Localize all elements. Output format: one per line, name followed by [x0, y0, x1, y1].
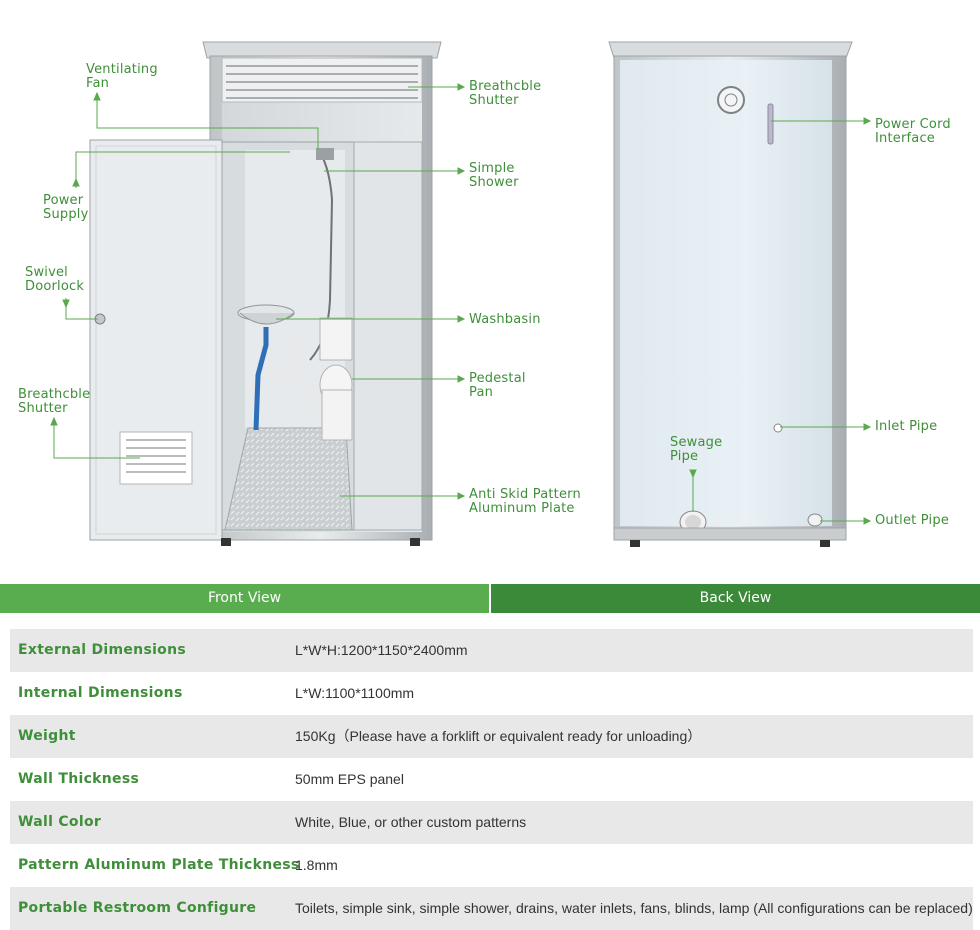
label-sewage-pipe: Sewage Pipe [670, 435, 723, 464]
label-swivel-doorlock: Swivel Doorlock [25, 265, 85, 294]
label-inlet-pipe: Inlet Pipe [875, 419, 938, 434]
back-view-label: Back View [491, 584, 980, 613]
spec-key: Portable Restroom Configure [18, 900, 257, 916]
spec-row: Internal Dimensions L*W:1100*1100mm [10, 672, 973, 715]
spec-value: 150Kg（Please have a forklift or equivale… [295, 728, 702, 744]
spec-row: Weight 150Kg（Please have a forklift or e… [10, 715, 973, 758]
label-anti-skid-plate: Anti Skid Pattern Aluminum Plate [469, 487, 581, 516]
spec-row: External Dimensions L*W*H:1200*1150*2400… [10, 629, 973, 672]
spec-row: Wall Thickness 50mm EPS panel [10, 758, 973, 801]
label-power-supply: Power Supply [43, 193, 89, 222]
spec-row: Wall Color White, Blue, or other custom … [10, 801, 973, 844]
spec-value: Toilets, simple sink, simple shower, dra… [295, 900, 973, 916]
spec-key: Wall Thickness [18, 771, 140, 787]
spec-key: External Dimensions [18, 642, 186, 658]
label-washbasin: Washbasin [469, 312, 541, 327]
spec-key: Weight [18, 728, 76, 744]
back-cabin [608, 41, 853, 547]
toilet-cabins-graphic [50, 41, 872, 547]
spec-value: White, Blue, or other custom patterns [295, 814, 527, 830]
label-breathcble-shutter-door: Breathcble Shutter [18, 387, 91, 416]
top-shutter [221, 57, 423, 103]
spec-value: 50mm EPS panel [295, 771, 404, 787]
spec-value: L*W:1100*1100mm [295, 685, 415, 701]
product-illustration: Ventilating Fan Power Supply Swivel Door… [18, 41, 951, 547]
label-pedestal-pan: Pedestal Pan [469, 371, 526, 400]
label-power-cord-interface: Power Cord Interface [875, 117, 951, 146]
spec-row: Portable Restroom Configure Toilets, sim… [10, 887, 973, 930]
label-ventilating-fan: Ventilating Fan [86, 62, 158, 91]
spec-key: Internal Dimensions [18, 685, 183, 701]
spec-value: 1.8mm [295, 857, 338, 873]
label-breathcble-shutter-top: Breathcble Shutter [469, 79, 542, 108]
view-bar: Front View Back View [0, 584, 980, 613]
back-fan-icon [717, 86, 745, 114]
callout-lines [50, 83, 872, 525]
spec-key: Pattern Aluminum Plate Thickness [18, 857, 300, 873]
spec-value: L*W*H:1200*1150*2400mm [295, 642, 468, 658]
spec-row: Pattern Aluminum Plate Thickness 1.8mm [10, 844, 973, 887]
spec-key: Wall Color [18, 814, 102, 830]
label-simple-shower: Simple Shower [469, 161, 519, 190]
front-cabin [89, 41, 442, 546]
label-outlet-pipe: Outlet Pipe [875, 513, 950, 528]
front-view-label: Front View [0, 584, 489, 613]
